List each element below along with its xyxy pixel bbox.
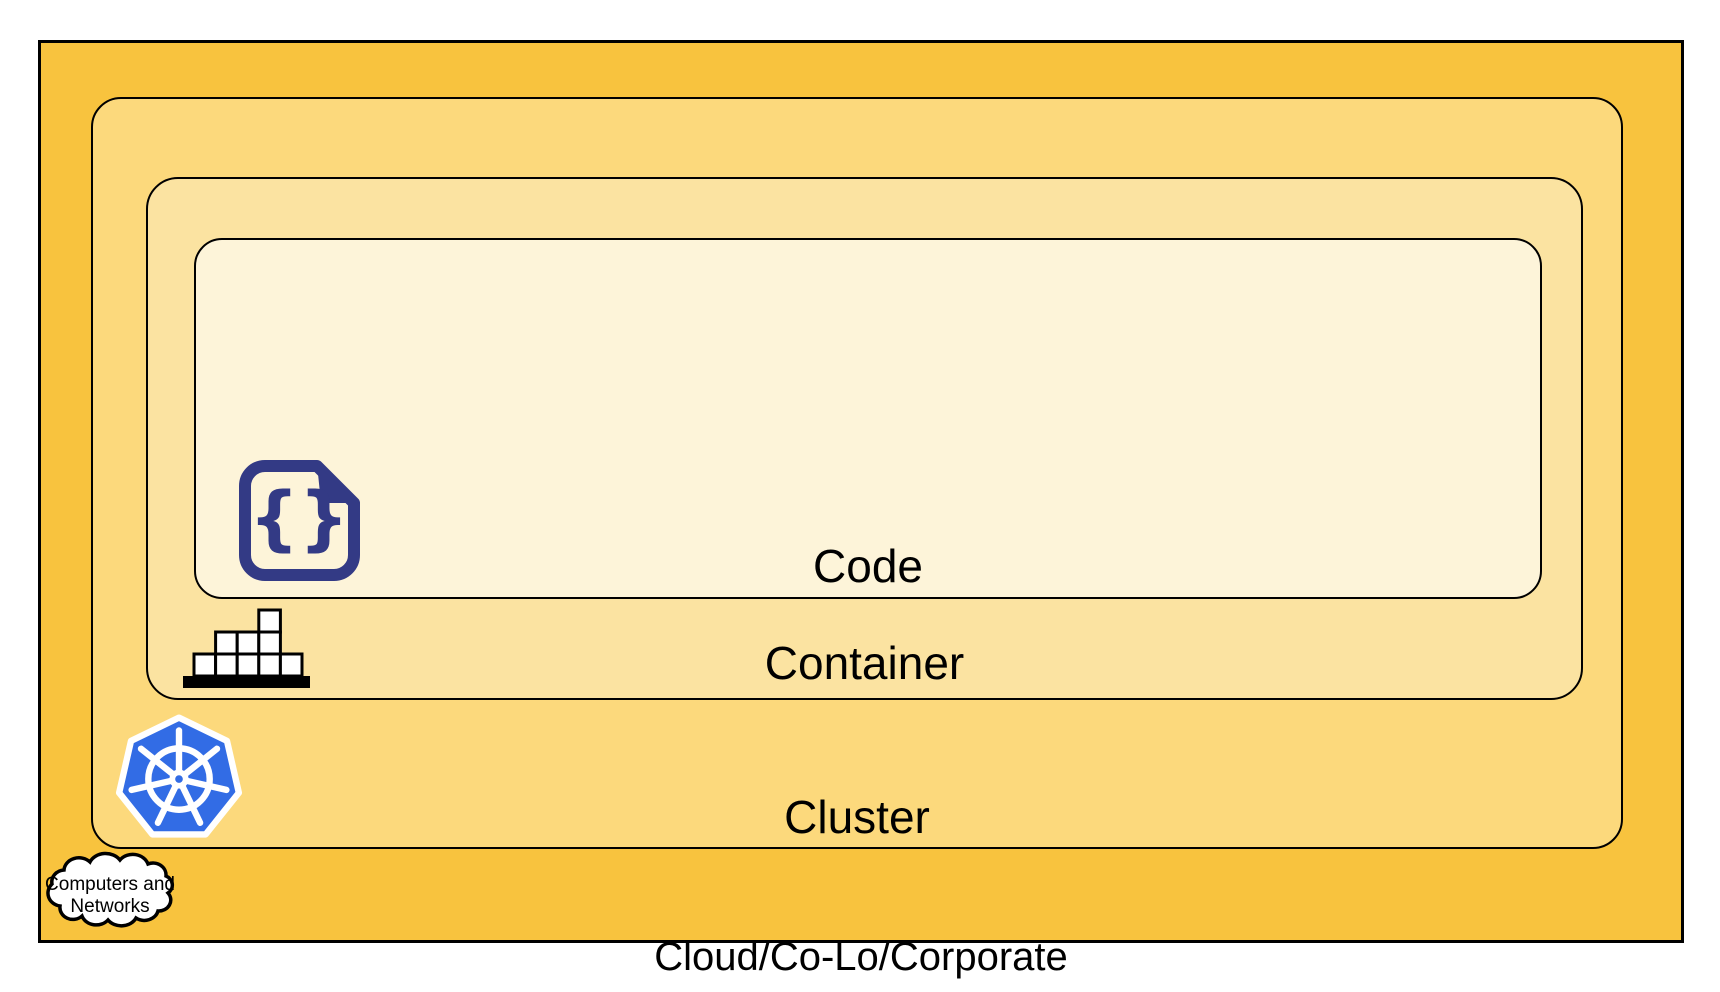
cloud-label-line1: Computers and	[45, 874, 175, 895]
computers-networks-cloud-icon: Computers and Networks	[45, 851, 175, 928]
code-label: Code	[813, 540, 923, 592]
container-label: Container	[764, 637, 965, 689]
layer-code-box	[194, 238, 1542, 599]
code-file-fold-corner	[317, 464, 356, 503]
code-file-outline	[239, 460, 360, 581]
datacenter-label-line1: Cloud/Co-Lo/Corporate	[654, 935, 1068, 979]
cluster-label: Cluster	[784, 791, 930, 843]
code-braces-glyph: {}	[249, 477, 349, 559]
cloud-label-line2: Networks	[70, 896, 149, 917]
container-boxes	[192, 608, 304, 678]
helm-hub-center	[175, 775, 183, 783]
datacenter-label: Cloud/Co-Lo/Corporate Datacenter	[38, 862, 1684, 992]
code-file-icon: {}	[239, 460, 360, 581]
container-base-platform	[183, 676, 310, 688]
cloud-shape	[46, 851, 175, 928]
kubernetes-helm-icon	[115, 714, 243, 838]
container-stack-icon	[183, 608, 310, 688]
